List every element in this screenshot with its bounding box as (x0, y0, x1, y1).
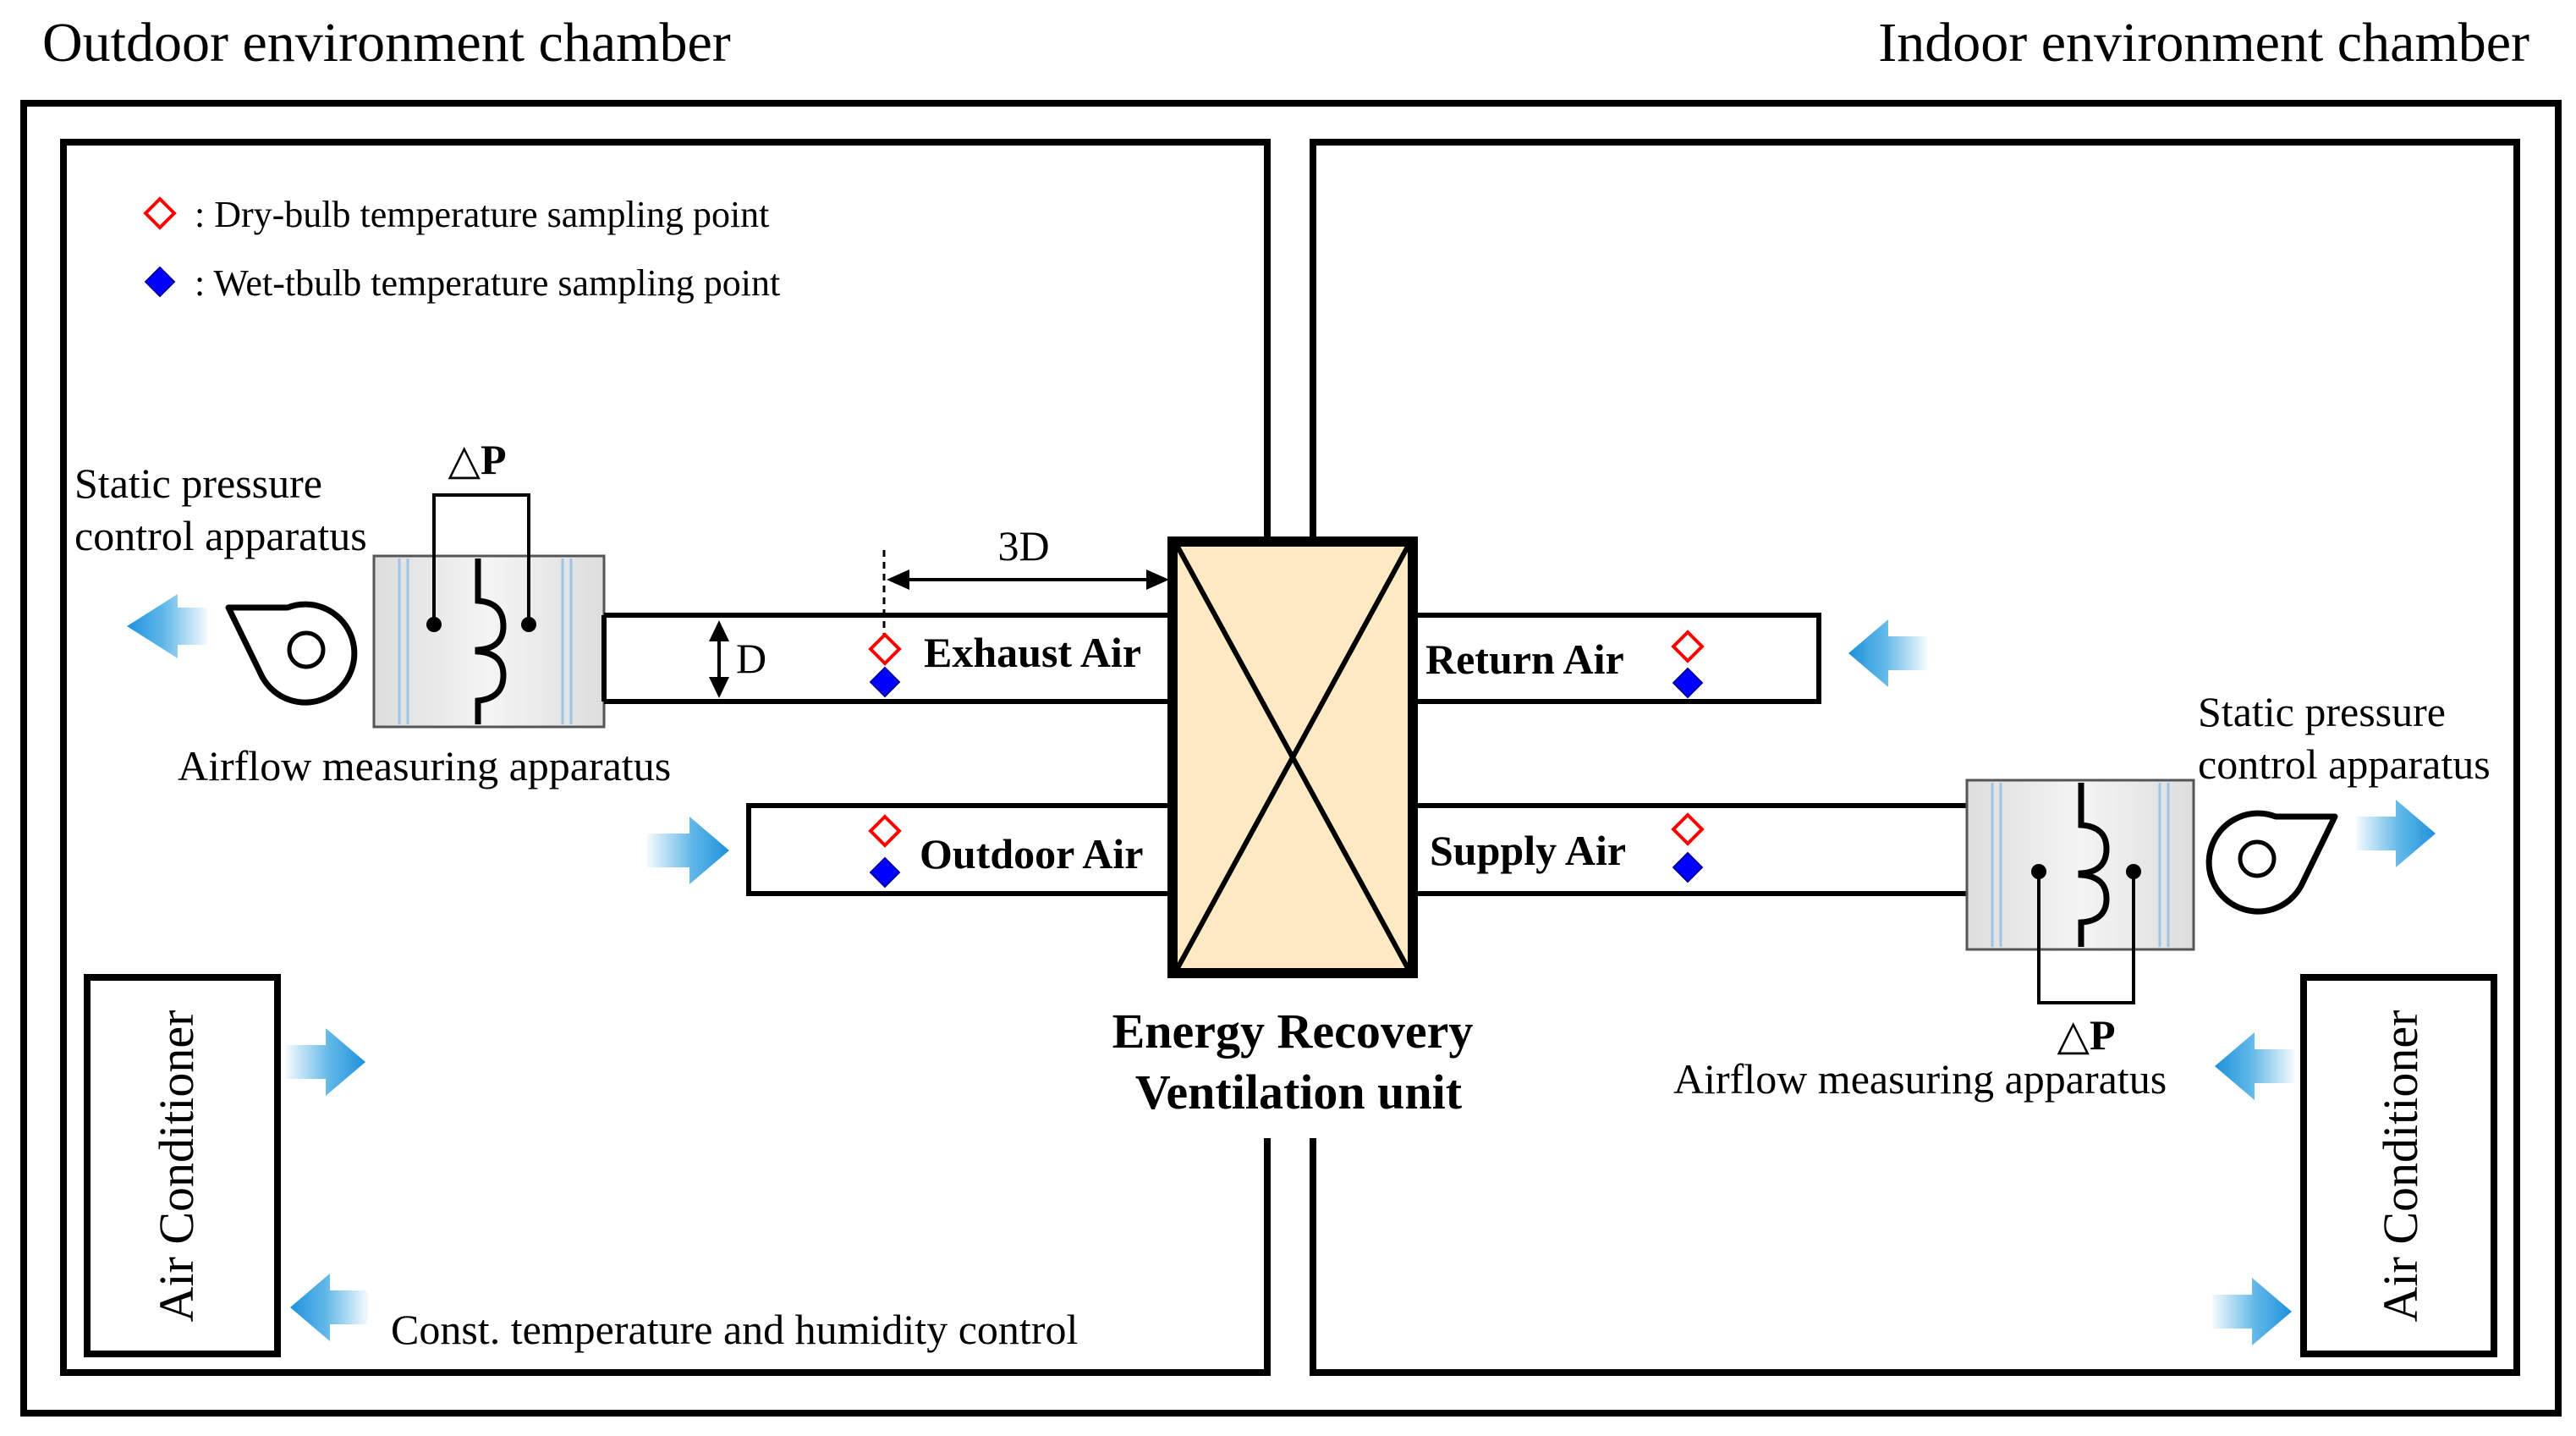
outer-frame (20, 100, 2562, 1417)
d-dimension-arrow (709, 620, 729, 698)
3d-dimension-arrow (887, 569, 1169, 590)
supply-air-label: Supply Air (1430, 827, 1626, 874)
indoor-air-conditioner-label: Air Conditioner (2373, 1010, 2428, 1323)
exhaust-duct (604, 613, 1172, 704)
outdoor-air-conditioner-label: Air Conditioner (149, 1010, 204, 1323)
static-pressure-label-line2: control apparatus (74, 512, 367, 559)
return-air-in-arrow-icon (1848, 619, 1927, 687)
outdoor-dry-bulb-marker-icon (868, 814, 902, 848)
outdoor-air-label: Outdoor Air (920, 830, 1143, 878)
supply-air-out-arrow-icon (2356, 800, 2436, 867)
outdoor-chamber-title: Outdoor environment chamber (42, 12, 731, 74)
return-air-label: Return Air (1425, 635, 1624, 683)
supply-air-duct (1413, 803, 1967, 896)
indoor-chamber-title: Indoor environment chamber (1878, 12, 2529, 74)
const-control-label: Const. temperature and humidity control (391, 1306, 1078, 1353)
static-pressure-label-line1: Static pressure (74, 459, 322, 507)
indoor-static-pressure-label-line2: control apparatus (2198, 740, 2491, 788)
ac-supply-arrow-icon (286, 1028, 365, 1096)
exhaust-dry-bulb-marker-icon (868, 632, 902, 666)
outdoor-air-in-arrow-icon (647, 817, 729, 884)
exhaust-out-arrow-icon (127, 594, 207, 658)
exhaust-wet-bulb-marker-icon (869, 666, 901, 698)
dry-bulb-marker-icon (143, 196, 177, 230)
outdoor-chamber-wall (60, 139, 1271, 1376)
outdoor-airflow-measuring-label: Airflow measuring apparatus (178, 742, 671, 790)
outdoor-airflow-measuring-apparatus (372, 493, 606, 729)
indoor-delta-p: △P (2057, 1011, 2116, 1059)
indoor-airflow-measuring-label: Airflow measuring apparatus (1673, 1055, 2167, 1103)
indoor-static-pressure-label-line1: Static pressure (2198, 688, 2446, 735)
erv-label-line2: Ventilation unit (1135, 1065, 1463, 1120)
erv-label-line1: Energy Recovery (1112, 1004, 1474, 1059)
return-air-duct (1413, 613, 1821, 704)
indoor-ac-supply-arrow-icon (2215, 1032, 2294, 1100)
wet-bulb-marker-icon (144, 266, 176, 298)
return-dry-bulb-marker-icon (1671, 630, 1705, 663)
return-wet-bulb-marker-icon (1672, 667, 1704, 699)
indoor-ac-return-arrow-icon (2212, 1278, 2292, 1345)
indoor-air-conditioner-box (2300, 974, 2497, 1357)
supply-wet-bulb-marker-icon (1672, 851, 1704, 883)
legend-wet-bulb: : Wet-tbulb temperature sampling point (195, 262, 780, 304)
legend-dry-bulb: : Dry-bulb temperature sampling point (195, 194, 769, 235)
indoor-airflow-measuring-apparatus (1965, 779, 2195, 1004)
outdoor-air-conditioner-box (84, 974, 281, 1357)
indoor-chamber-wall (1310, 139, 2520, 1376)
supply-fan-icon (2205, 810, 2338, 915)
exhaust-air-label: Exhaust Air (924, 629, 1141, 676)
erv-unit-box (1167, 536, 1418, 978)
d-dimension-label: D (736, 635, 766, 682)
outdoor-delta-p: △P (448, 436, 507, 483)
supply-dry-bulb-marker-icon (1671, 812, 1705, 846)
outdoor-wet-bulb-marker-icon (869, 856, 901, 889)
ac-return-arrow-icon (290, 1274, 368, 1341)
exhaust-fan-icon (225, 601, 358, 706)
3d-dimension-label: 3D (997, 522, 1049, 569)
